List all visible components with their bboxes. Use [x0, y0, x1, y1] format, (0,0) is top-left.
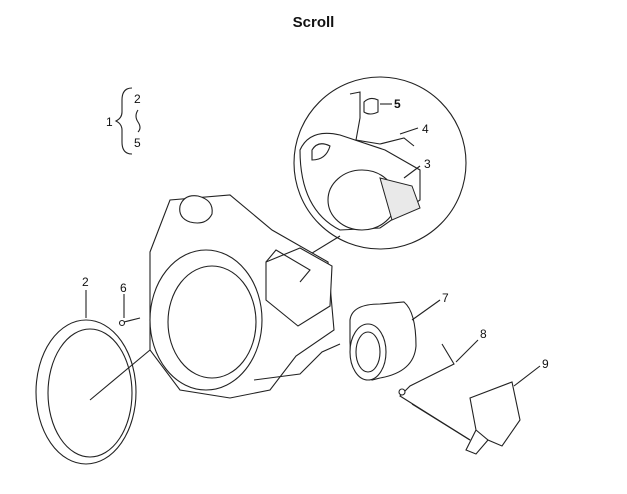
leader-4	[399, 127, 419, 135]
part-6-screw	[123, 317, 141, 323]
tilde-icon	[135, 109, 141, 133]
detail-vane	[379, 177, 421, 221]
housing-bracket	[265, 249, 311, 283]
housing-inlet-inner	[167, 265, 257, 379]
leader-9	[513, 365, 541, 387]
callout-4-label: 4	[422, 122, 429, 136]
detail-outlet	[311, 143, 331, 161]
callout-7-label: 7	[442, 291, 449, 305]
housing-scroll-outlet	[265, 247, 333, 327]
leader-8	[455, 339, 479, 363]
callout-8-label: 8	[480, 327, 487, 341]
page-title: Scroll	[292, 14, 335, 31]
callout-1-range-start: 2	[134, 92, 141, 106]
wire-to-flap	[411, 403, 471, 441]
screw-head	[118, 319, 126, 327]
callout-3-label: 3	[424, 157, 431, 171]
callout-6-label: 6	[120, 281, 127, 295]
housing-motor-mount	[179, 195, 213, 224]
callout-1-label: 1	[106, 115, 113, 129]
part-9-hinge	[465, 429, 489, 455]
leader-7	[411, 299, 441, 321]
callout-9-label: 9	[542, 357, 549, 371]
callout-2-label: 2	[82, 275, 89, 289]
callout-1-range-end: 5	[134, 136, 141, 150]
housing-base	[253, 343, 341, 381]
leader-3	[403, 165, 421, 179]
detail-switch	[363, 97, 379, 115]
part-2-ring-inner	[47, 328, 133, 458]
ring-assembly-line	[89, 349, 151, 401]
brace-icon	[114, 87, 133, 155]
part-7-inner	[355, 331, 381, 373]
wire-clip	[398, 388, 406, 396]
detail-switch-bracket	[349, 91, 415, 147]
part-9-flap	[469, 381, 521, 447]
callout-5-label: 5	[394, 97, 401, 111]
